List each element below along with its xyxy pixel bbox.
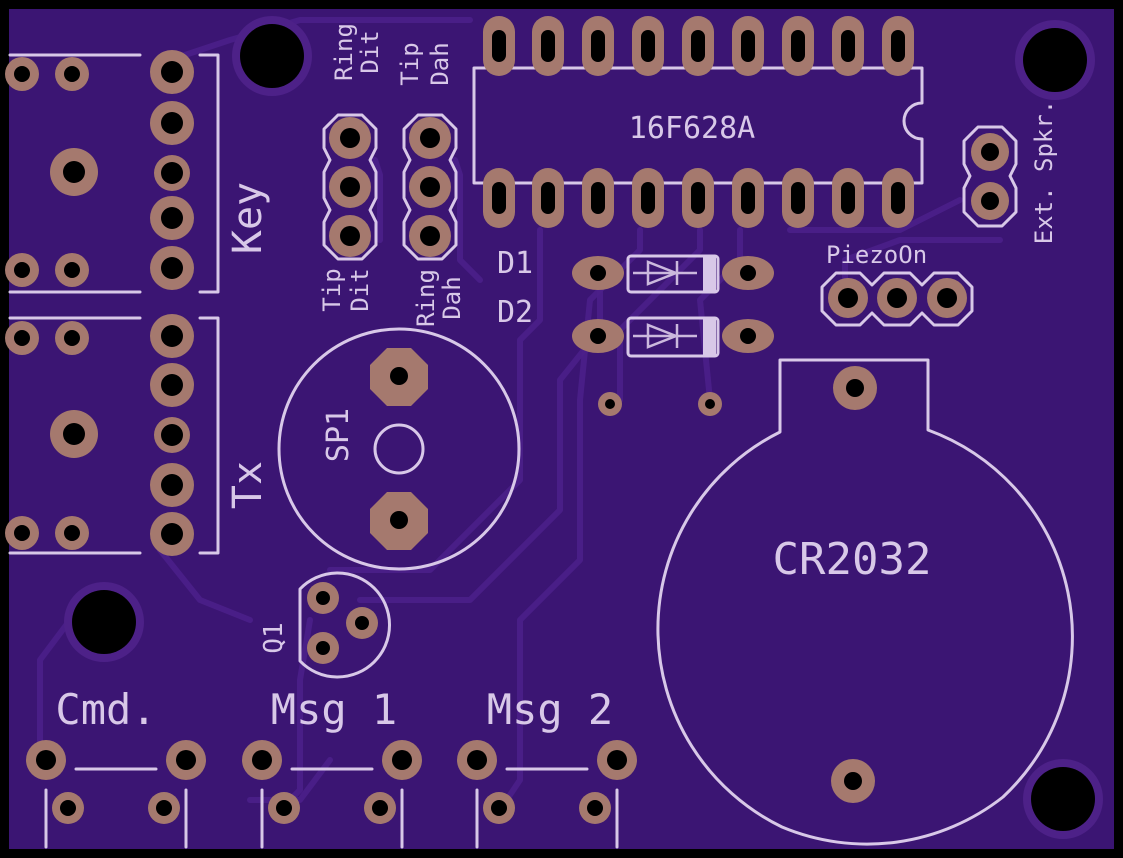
ic-pin-top-9-drill (891, 30, 905, 62)
ic-pin-bottom-6-drill (741, 182, 755, 214)
diode-d2: D2 (497, 295, 774, 358)
button-cmd-label: Cmd. (55, 685, 156, 734)
ic-pin-bottom-8-drill (841, 182, 855, 214)
key-label: Key (225, 182, 271, 254)
transistor-q1: Q1 (259, 571, 392, 679)
copper-traces (37, 17, 1003, 813)
ring-dit-label-2: Dit (356, 30, 384, 73)
diode-d1: D1 (497, 246, 774, 294)
ic-pin-top-2-drill (541, 30, 555, 62)
ic-pin-top-4-drill (641, 30, 655, 62)
mounting-holes (64, 16, 1103, 839)
ring-dit-label-1: Ring (330, 23, 358, 81)
ic-pin-top-5-drill (691, 30, 705, 62)
button-msg2[interactable]: Msg 2 (457, 685, 637, 849)
ic-pin-top-7-drill (791, 30, 805, 62)
tip-dah-label-2: Dah (426, 42, 454, 85)
tx-jack: Tx (5, 314, 271, 556)
ic-label: 16F628A (629, 111, 755, 146)
ic-pin-top-3-drill (591, 30, 605, 62)
ic-pin-bottom-7-drill (791, 182, 805, 214)
button-cmd[interactable]: Cmd. (26, 685, 206, 849)
ic-pin-top-6-drill (741, 30, 755, 62)
ic-pins-top (483, 16, 914, 76)
ext-speaker-header: Ext. Spkr. (962, 100, 1058, 245)
ic-pin-bottom-4-drill (641, 182, 655, 214)
ic-pin-top-1-drill (492, 30, 506, 62)
q1-label: Q1 (259, 622, 289, 653)
button-msg1-label: Msg 1 (271, 685, 397, 734)
battery-cr2032: CR2032 (656, 358, 1074, 846)
ext-spkr-label: Ext. Spkr. (1030, 100, 1058, 245)
button-msg2-label: Msg 2 (487, 685, 613, 734)
battery-label: CR2032 (773, 534, 932, 585)
header-dit: Ring Dit Tip Dit (318, 23, 384, 312)
tip-dit-label-2: Dit (346, 268, 374, 311)
button-msg1[interactable]: Msg 1 (242, 685, 422, 849)
ring-dah-label-2: Dah (438, 276, 466, 319)
ic-pin-bottom-5-drill (691, 182, 705, 214)
ic-16f628a: 16F628A (472, 16, 924, 228)
vias (598, 392, 722, 416)
d1-label: D1 (497, 246, 533, 281)
ic-pin-bottom-2-drill (541, 182, 555, 214)
piezo-header: PiezoOn (820, 241, 974, 327)
piezo-label: PiezoOn (826, 241, 927, 269)
key-jack: Key (5, 50, 271, 294)
ic-pin-bottom-1-drill (492, 182, 506, 214)
ic-pin-bottom-3-drill (591, 182, 605, 214)
speaker-sp1: SP1 (277, 327, 521, 571)
sp1-label: SP1 (321, 408, 356, 462)
tip-dit-label-1: Tip (318, 268, 346, 311)
d2-label: D2 (497, 295, 533, 330)
tip-dah-label-1: Tip (396, 42, 424, 85)
tx-label: Tx (225, 461, 271, 509)
ic-pin-bottom-9-drill (891, 182, 905, 214)
ic-pins-bottom (483, 168, 914, 228)
ic-pin-top-8-drill (841, 30, 855, 62)
header-dah: Tip Dah Ring Dah (396, 42, 466, 327)
ring-dah-label-1: Ring (412, 269, 440, 327)
